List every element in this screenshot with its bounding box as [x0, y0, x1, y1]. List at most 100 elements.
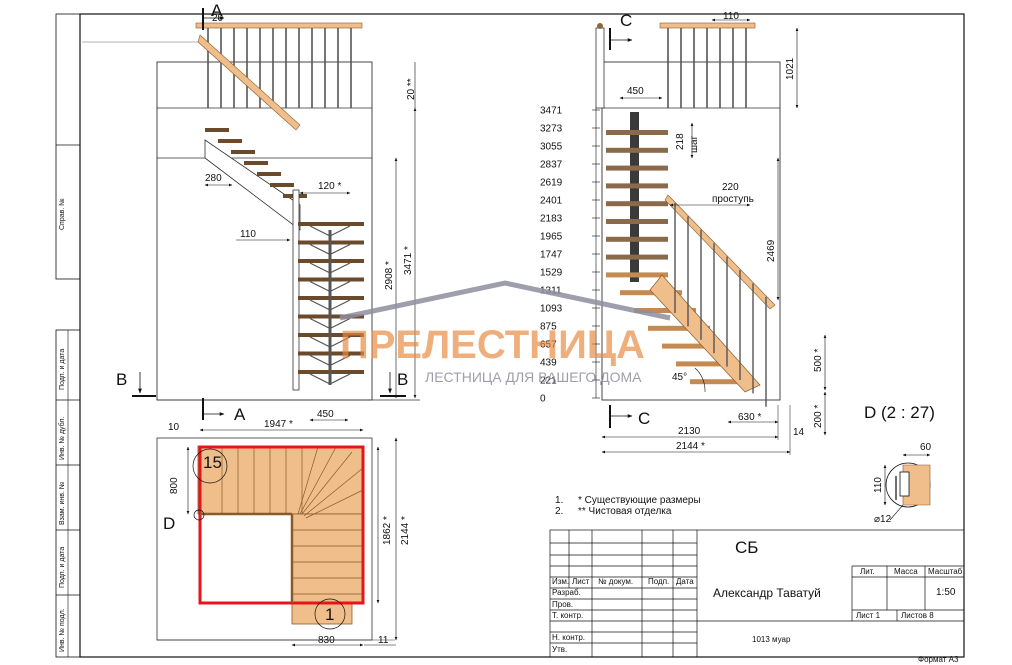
tread: [676, 361, 738, 367]
height-label: 657: [540, 340, 557, 351]
label-height-2908: 2908 *: [384, 261, 395, 290]
detail-title: D (2 : 27): [864, 403, 935, 422]
label-width-450: 450: [317, 409, 334, 420]
newel-post: [292, 189, 300, 391]
flight-handrail: [197, 34, 301, 131]
col-sign: Подп.: [648, 577, 669, 586]
tread: [634, 308, 696, 313]
scale-value: 1:50: [936, 587, 956, 598]
upper-stringer: [204, 139, 301, 231]
opening-outline: [198, 445, 365, 605]
tread: [662, 343, 724, 349]
height-label: 1747: [540, 250, 563, 261]
col-doc: № докум.: [598, 577, 633, 586]
bracket: [309, 225, 331, 237]
side-label-220: 220: [722, 182, 739, 193]
tread: [298, 222, 364, 226]
watermark-brand: ПРЕЛЕСТНИЦА: [340, 323, 645, 367]
bracket: [309, 262, 331, 274]
plan-label-1862: 1862 *: [382, 516, 393, 545]
bracket: [309, 373, 331, 385]
center-beam: [630, 112, 639, 282]
step-number-1: 1: [325, 605, 334, 624]
side-view: 3471327330552837261924012183196517471529…: [540, 11, 827, 455]
bracket: [329, 317, 351, 330]
side-handrail: [664, 194, 776, 310]
label-height-3471: 3471 *: [403, 246, 414, 275]
role-tkontr: Т. контр.: [552, 611, 583, 620]
height-label: 2837: [540, 160, 563, 171]
height-label: 3273: [540, 124, 563, 135]
bracket: [329, 262, 351, 274]
note-2-text: ** Чистовая отделка: [578, 506, 672, 517]
label-pad-110: 110: [240, 229, 256, 240]
detail-d: D (2 : 27) 60 110 ⌀12: [864, 403, 935, 525]
drawing-title: Александр Таватуй: [713, 586, 821, 600]
plan-label-800: 800: [169, 477, 180, 494]
lower-stringer: [649, 274, 761, 393]
tread: [606, 147, 668, 153]
bracket: [309, 317, 331, 330]
plan-label-11: 11: [378, 635, 389, 646]
plan-label-1947: 1947 *: [264, 419, 293, 430]
stamp-podp-1: Подп. и дата: [59, 349, 66, 390]
stamp-vzam: Взам. инв. №: [59, 482, 66, 525]
side-label-450: 450: [627, 86, 644, 97]
lit-label: Лит.: [860, 567, 875, 576]
detail-d-callout: [193, 509, 205, 521]
section-b-right: B: [397, 370, 408, 389]
detail-label-60: 60: [920, 442, 932, 453]
side-label-45: 45°: [672, 372, 687, 383]
section-c-top: C: [620, 11, 632, 30]
role-nkontr: Н. контр.: [552, 633, 585, 642]
height-label: 2619: [540, 178, 563, 189]
role-utv: Утв.: [552, 645, 567, 654]
tread: [257, 172, 281, 176]
sheet-frame: [55, 13, 965, 658]
tread: [606, 183, 668, 189]
lower-flight-plan: [291, 513, 365, 603]
stamp-podp-2: Подп. и дата: [59, 547, 66, 588]
height-label: 3055: [540, 142, 563, 153]
note-1-num: 1.: [555, 495, 563, 506]
label-20-top: 20: [212, 13, 224, 24]
label-tread-280: 280: [205, 173, 222, 184]
side-label-200: 200 *: [813, 405, 824, 428]
tread: [205, 128, 229, 132]
bracket: [309, 280, 331, 293]
side-label-step-word: шаг: [689, 135, 700, 153]
bracket: [329, 299, 351, 311]
side-rail-balusters: [674, 203, 767, 407]
bracket: [329, 354, 351, 367]
plan-label-830: 830: [318, 635, 335, 646]
plan-view: 10 1947 * 800 1862 * 2144 * 830 11 15 1 …: [156, 419, 411, 647]
tread: [690, 379, 752, 385]
col-list: Лист: [572, 577, 590, 586]
side-top-handrail: [659, 22, 756, 29]
tread: [606, 201, 668, 207]
side-label-500: 500 *: [813, 349, 824, 372]
tread: [648, 325, 710, 331]
tread: [244, 161, 268, 165]
side-stamp: Справ. № Подп. и дата Инв. № дубл. Взам.…: [58, 198, 66, 652]
note-2-num: 2.: [555, 506, 563, 517]
plan-tread-lines: [221, 446, 364, 595]
doc-code: СБ: [735, 538, 758, 557]
height-label: 1965: [540, 232, 563, 243]
role-prov: Пров.: [552, 600, 573, 609]
bracket: [329, 243, 351, 256]
side-label-tread-word: проступь: [712, 194, 754, 205]
side-label-2130: 2130: [678, 426, 701, 437]
stamp-spravn: Справ. №: [59, 198, 66, 230]
tread: [620, 290, 682, 296]
detail-d-label: D: [163, 514, 175, 533]
bracket: [309, 336, 331, 348]
tread: [606, 165, 668, 171]
side-treads: [606, 130, 752, 385]
col-date: Дата: [676, 577, 694, 586]
side-label-2469: 2469: [766, 239, 777, 262]
notes: 1. * Существующие размеры 2. ** Чистовая…: [555, 495, 701, 517]
side-balusters: [667, 28, 747, 108]
watermark-logo: ПРЕЛЕСТНИЦА ЛЕСТНИЦА ДЛЯ ВАШЕГО ДОМА: [339, 280, 671, 385]
